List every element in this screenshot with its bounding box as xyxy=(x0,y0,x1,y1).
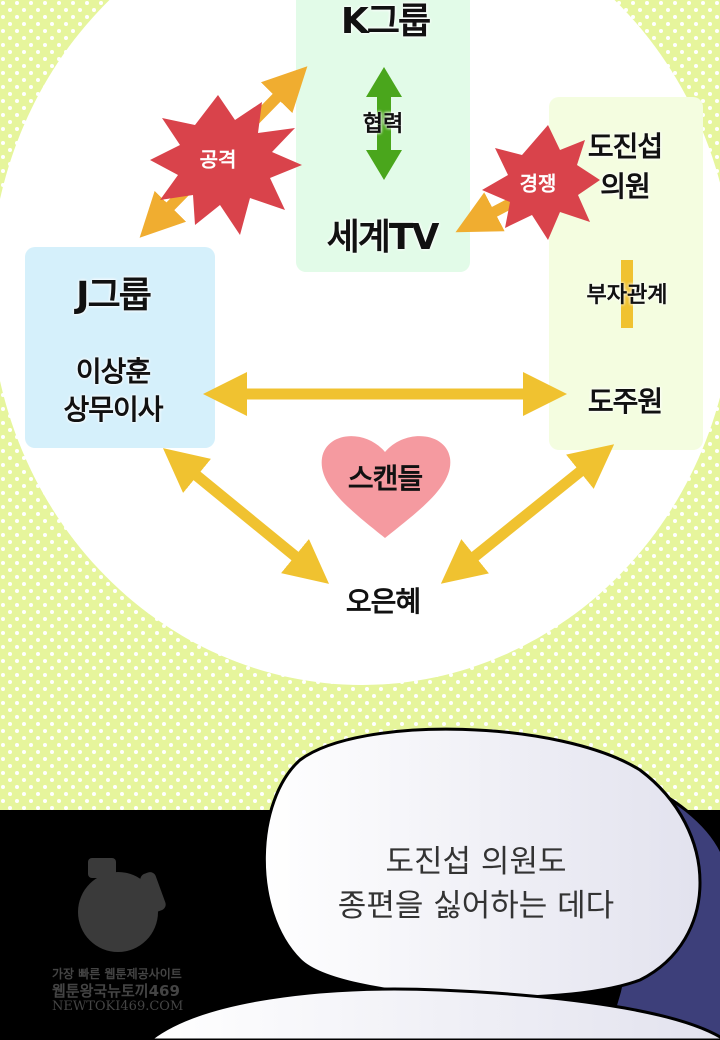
k-group-title: K그룹 xyxy=(340,1,431,42)
competition-burst xyxy=(482,125,600,240)
j-group-person-title: 상무이사 xyxy=(63,393,163,426)
father-son-label: 부자관계 xyxy=(586,283,668,308)
cooperation-arrow xyxy=(366,67,402,180)
watermark-mascot xyxy=(78,858,166,952)
segye-tv-label: 세계TV xyxy=(326,217,440,258)
attack-label: 공격 xyxy=(199,147,237,172)
dojuwon-to-oeunhye-arrow xyxy=(440,444,615,584)
j-group-title: J그룹 xyxy=(76,275,152,316)
do-jinseop-name: 도진섭 xyxy=(587,130,663,163)
oh-eunhye-label: 오은혜 xyxy=(345,585,421,618)
attack-burst xyxy=(150,95,302,235)
watermark-line-1: 가장 빠른 웹툰제공사이트 xyxy=(52,967,182,981)
speech-line-2: 종편을 싫어하는 데다 xyxy=(337,888,615,924)
scandal-label: 스캔들 xyxy=(347,462,423,495)
do-juwon-label: 도주원 xyxy=(587,385,663,418)
j-group-box xyxy=(25,247,215,448)
cooperation-label: 협력 xyxy=(362,112,404,137)
watermark-line-3: NEWTOKI469.COM xyxy=(52,999,184,1014)
speech-bubble xyxy=(262,727,702,999)
speech-line-1: 도진섭 의원도 xyxy=(385,844,567,880)
watermark-line-2: 웹툰왕국뉴토끼469 xyxy=(52,982,180,1000)
father-son-connector xyxy=(621,260,633,328)
j-to-oeunhye-arrow xyxy=(162,448,330,584)
speech-bubble-lower xyxy=(147,987,720,1040)
scandal-heart xyxy=(321,436,451,538)
do-jinseop-title: 의원 xyxy=(600,170,651,203)
j-group-person-name: 이상훈 xyxy=(75,355,151,388)
competition-label: 경쟁 xyxy=(519,171,557,196)
